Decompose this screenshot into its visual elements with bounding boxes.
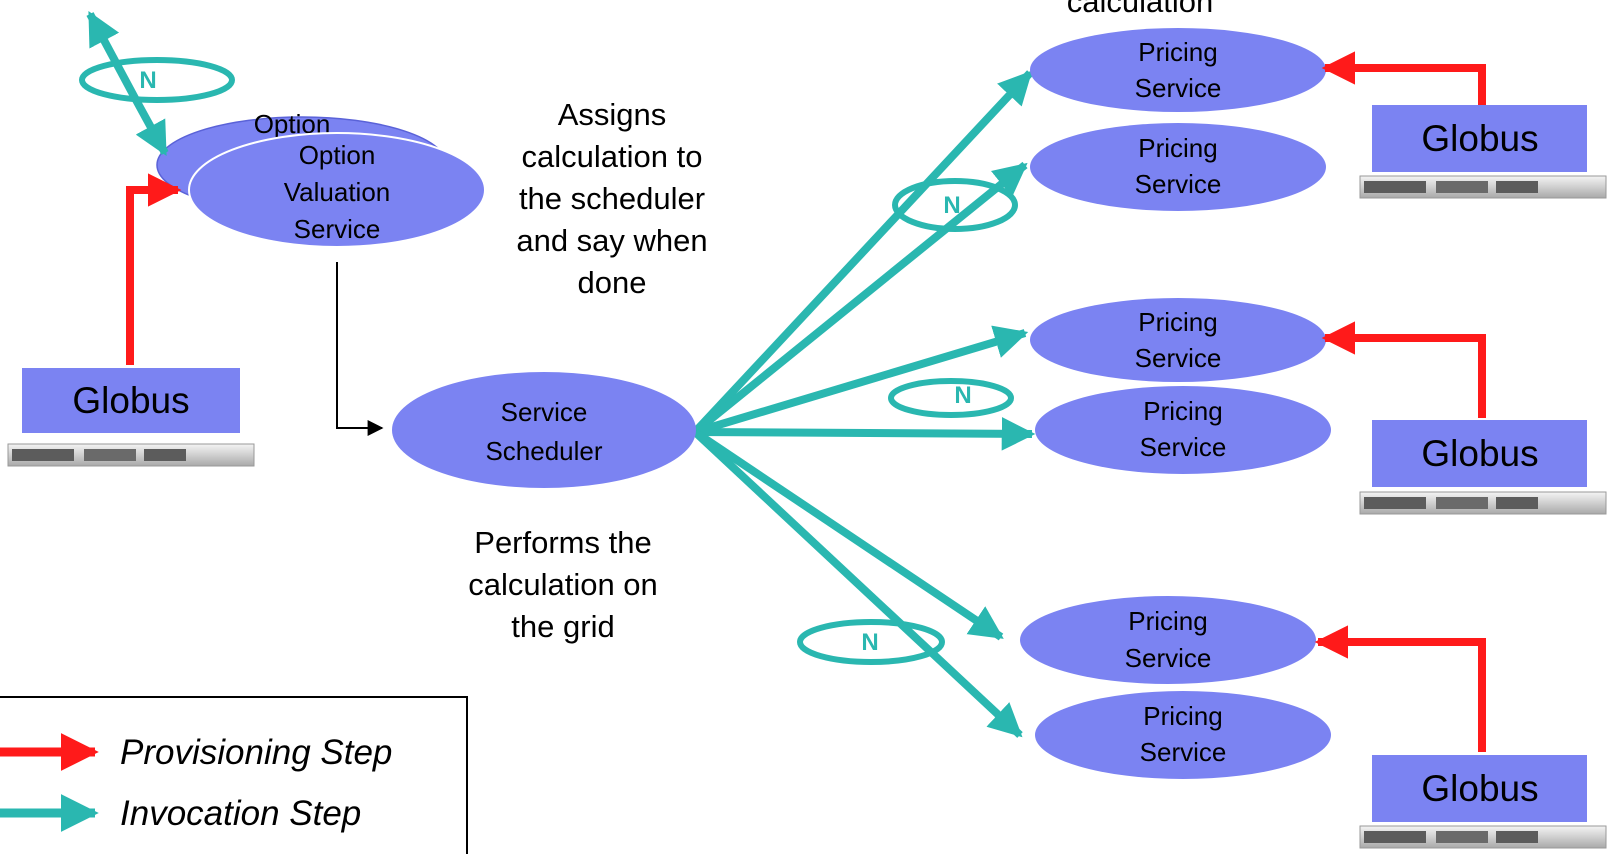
performs-line-3: the grid	[511, 609, 614, 644]
svg-text:Service: Service	[1140, 737, 1227, 767]
n-marker-ring	[79, 57, 235, 103]
svg-text:Pricing: Pricing	[1138, 37, 1217, 67]
service-scheduler[interactable]: Service Scheduler	[392, 372, 696, 488]
globus-node-right-3[interactable]: Globus	[1359, 755, 1607, 849]
pricing-service[interactable]: Pricing Service	[1030, 298, 1326, 382]
svg-text:Service: Service	[1140, 432, 1227, 462]
svg-text:N: N	[943, 192, 960, 219]
pricing-service[interactable]: Pricing Service	[1035, 691, 1331, 779]
invocation-arrow-pricing-6	[692, 429, 1023, 738]
invocation-arrow-pricing-2	[692, 161, 1028, 436]
n-marker-label: N	[139, 67, 156, 94]
svg-text:Service: Service	[1135, 169, 1222, 199]
invocation-arrows	[692, 70, 1036, 738]
option-service-line-2: Valuation	[284, 177, 391, 207]
assigns-line-5: done	[578, 265, 647, 300]
assigns-note: Assigns calculation to the scheduler and…	[516, 97, 707, 300]
provisioning-arrow-right-3	[1314, 625, 1486, 752]
svg-text:Pricing: Pricing	[1138, 307, 1217, 337]
scheduler-line-1: Service	[501, 397, 588, 427]
svg-text:Pricing: Pricing	[1128, 606, 1207, 636]
legend-invocation-label: Invocation Step	[120, 794, 361, 833]
svg-text:Globus: Globus	[1421, 118, 1538, 159]
scheduler-line-2: Scheduler	[485, 436, 602, 466]
svg-text:Globus: Globus	[1421, 433, 1538, 474]
globus-node-left[interactable]: Globus	[7, 368, 255, 467]
svg-text:Pricing: Pricing	[1143, 701, 1222, 731]
server-rack-icon	[7, 443, 255, 467]
server-rack-icon	[1359, 825, 1607, 849]
performs-line-2: calculation on	[468, 567, 658, 602]
legend: Provisioning Step Invocation Step	[0, 696, 468, 854]
n-marker-middle: N	[888, 378, 1014, 418]
globus-node-right-1[interactable]: Globus	[1359, 105, 1607, 199]
invocation-arrow-pricing-1	[692, 70, 1033, 435]
assigns-line-4: and say when	[516, 223, 707, 258]
n-marker-top: N	[892, 178, 1018, 232]
option-valuation-service[interactable]: Option Option Valuation Service	[156, 109, 486, 248]
invocation-arrow-out	[86, 11, 140, 102]
performs-note: Performs the calculation on the grid	[468, 525, 658, 644]
svg-text:Globus: Globus	[1421, 768, 1538, 809]
invocation-arrow-pricing-3	[693, 325, 1029, 436]
server-rack-icon	[1359, 491, 1607, 515]
performs-line-1: Performs the	[474, 525, 651, 560]
assigns-line-1: Assigns	[558, 97, 667, 132]
svg-text:Service: Service	[1135, 343, 1222, 373]
pricing-service[interactable]: Pricing Service	[1030, 123, 1326, 211]
globus-node-right-2[interactable]: Globus	[1359, 420, 1607, 515]
assigns-line-2: calculation to	[522, 139, 703, 174]
svg-text:Service: Service	[1125, 643, 1212, 673]
pricing-service[interactable]: Pricing Service	[1020, 596, 1316, 684]
legend-provisioning-label: Provisioning Step	[120, 733, 392, 772]
scheduler-ellipse	[392, 372, 696, 488]
svg-text:Pricing: Pricing	[1143, 396, 1222, 426]
provisioning-arrow-left	[126, 173, 182, 365]
option-service-line-3: Service	[294, 214, 381, 244]
invocation-arrow-pricing-4	[694, 417, 1036, 451]
option-service-invocation: N	[79, 11, 235, 156]
globus-label: Globus	[72, 380, 189, 421]
pricing-service[interactable]: Pricing Service	[1035, 386, 1331, 474]
pricing-service[interactable]: Pricing Service	[1030, 28, 1326, 112]
provisioning-arrow-right-1	[1321, 51, 1486, 105]
assigns-line-3: the scheduler	[519, 181, 705, 216]
option-service-front-ellipse	[188, 132, 486, 248]
invocation-arrow-pricing-5	[692, 428, 1004, 641]
svg-text:N: N	[954, 382, 971, 409]
svg-text:Pricing: Pricing	[1138, 133, 1217, 163]
svg-text:Service: Service	[1135, 73, 1222, 103]
server-rack-icon	[1359, 175, 1607, 199]
option-service-line-1: Option	[299, 140, 376, 170]
invocation-arrow-in	[132, 98, 169, 156]
n-marker-bottom: N	[797, 619, 945, 665]
provisioning-arrow-right-2	[1321, 321, 1486, 418]
globus-box	[22, 368, 240, 433]
svg-text:N: N	[861, 629, 878, 656]
top-cut-text: calculation	[1067, 0, 1213, 19]
option-to-scheduler-connector	[336, 262, 384, 436]
